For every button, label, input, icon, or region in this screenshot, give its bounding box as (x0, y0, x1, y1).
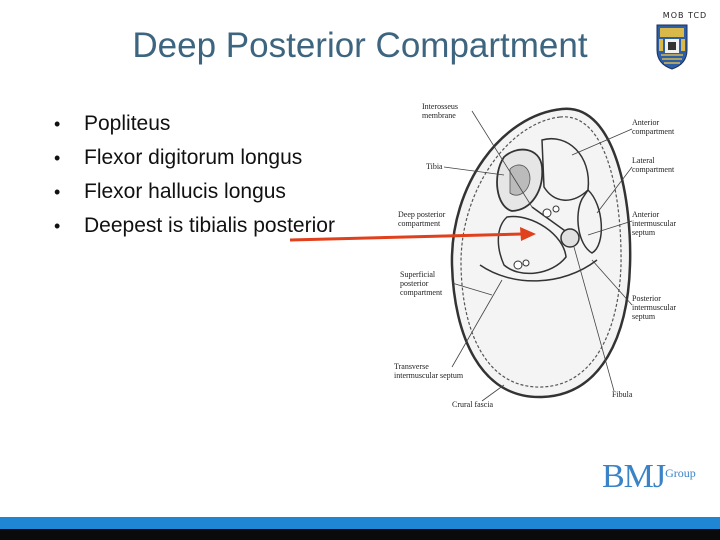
bullet-list: • Popliteus • Flexor digitorum longus • Fle… (54, 107, 335, 243)
bullet-text: Flexor hallucis longus (84, 180, 286, 203)
bullet-dot: • (54, 182, 61, 202)
slide-title: Deep Posterior Compartment (132, 26, 588, 65)
bullet-item: • Flexor digitorum longus (54, 141, 335, 175)
bullet-dot: • (54, 114, 61, 134)
bmj-logo: BMJGroup (602, 458, 696, 496)
bullet-text: Flexor digitorum longus (84, 146, 303, 169)
fibula-bone (560, 228, 580, 248)
bullet-dot: • (54, 216, 61, 236)
red-arrow-line (289, 232, 523, 242)
lateral-compartment (577, 188, 603, 254)
bmj-logo-sub: Group (665, 466, 696, 480)
leader-lines (443, 110, 633, 402)
university-crest-icon (656, 24, 688, 70)
bullet-item: • Flexor hallucis longus (54, 175, 335, 209)
org-label: MOB TCD (662, 11, 708, 20)
transverse-septum (479, 259, 598, 282)
footer-blue-bar (0, 517, 720, 529)
bullet-dot: • (54, 148, 61, 168)
bullet-item: • Deepest is tibialis posterior (54, 209, 335, 243)
bmj-logo-main: BMJ (602, 458, 666, 495)
label-tibia: Tibia (426, 162, 443, 171)
deep-posterior-compartment (497, 215, 567, 275)
label-crural-fascia: Crural fascia (452, 400, 494, 409)
label-fibula: Fibula (612, 390, 633, 399)
bullet-text: Popliteus (84, 112, 171, 135)
red-arrow-head (520, 227, 536, 241)
bullet-item: • Popliteus (54, 107, 335, 141)
crural-fascia (460, 116, 622, 388)
footer-black-bar (0, 529, 720, 540)
interosseus-membrane (531, 206, 569, 234)
bullet-text: Deepest is tibialis posterior (84, 214, 335, 237)
